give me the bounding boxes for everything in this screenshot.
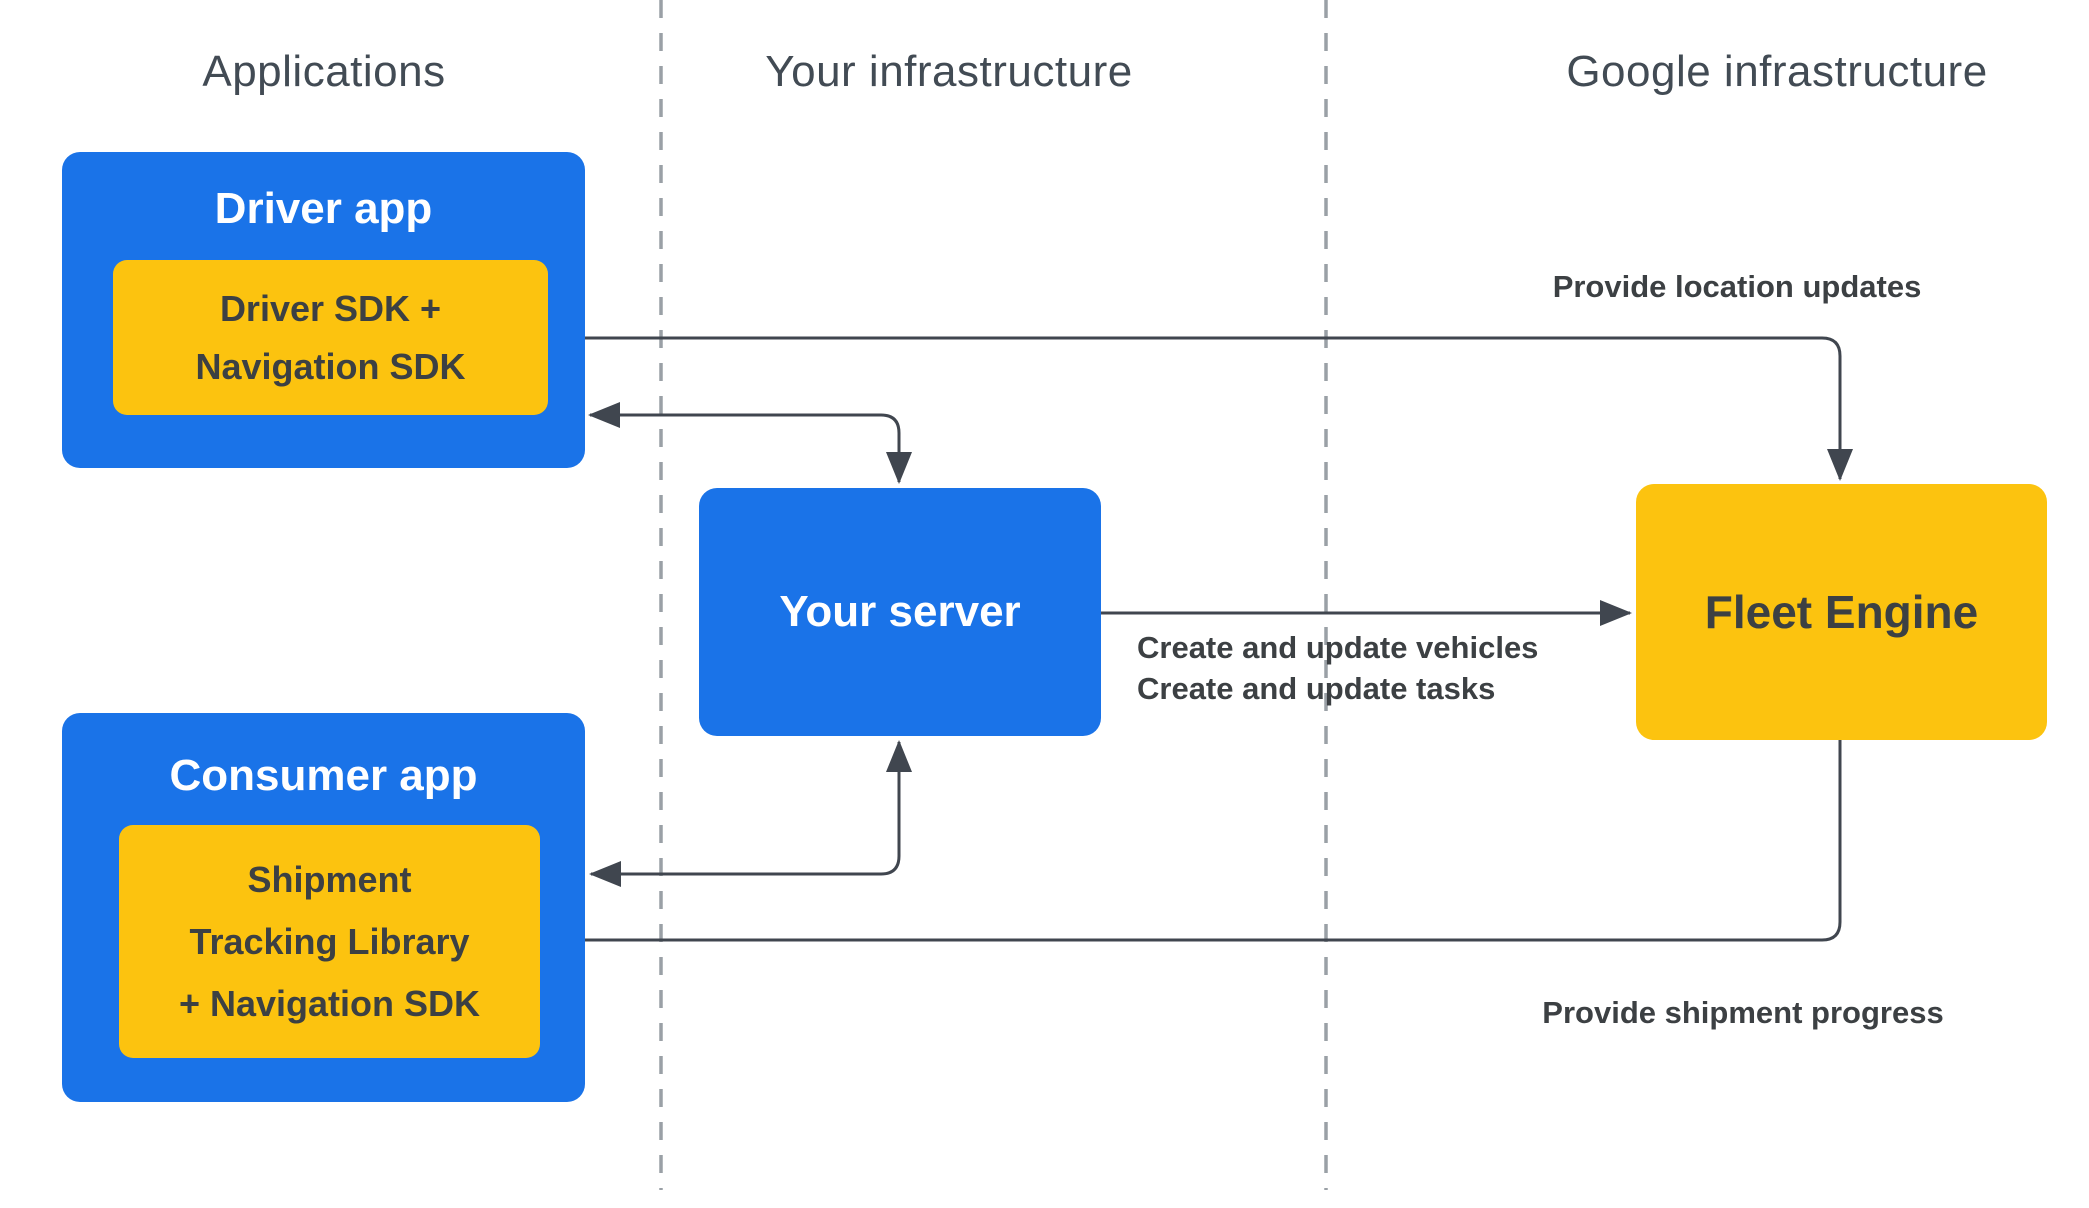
edge-driver-app-your-server — [588, 402, 912, 484]
edge-your-server-consumer-app — [589, 740, 912, 887]
column-header-google-infrastructure: Google infrastructure — [1566, 47, 1988, 96]
label-create-update-vehicles: Create and update vehicles — [1137, 630, 1539, 665]
fleet-engine-box: Fleet Engine — [1636, 484, 2047, 740]
driver-sdk-line-2: Navigation SDK — [195, 345, 466, 387]
label-provide-location-updates: Provide location updates — [1552, 269, 1922, 304]
label-create-update: Create and update vehicles Create and up… — [1137, 627, 1538, 709]
your-server-title: Your server — [779, 587, 1021, 636]
edge-driver-sdk-fleet-engine-location-updates — [549, 325, 1853, 481]
driver-app-title: Driver app — [214, 184, 433, 233]
edge-fleet-engine-shipment-library-progress — [544, 740, 1842, 953]
shipment-library-line-3: + Navigation SDK — [178, 982, 481, 1024]
shipment-library-line-1: Shipment — [247, 858, 412, 900]
shipment-library-line-2: Tracking Library — [189, 920, 470, 962]
shipment-tracking-library-box: Shipment Tracking Library + Navigation S… — [119, 825, 540, 1058]
consumer-app-title: Consumer app — [169, 751, 478, 800]
driver-sdk-box: Driver SDK + Navigation SDK — [113, 260, 548, 415]
column-header-applications: Applications — [202, 47, 446, 96]
label-create-update-tasks: Create and update tasks — [1137, 671, 1496, 706]
column-header-your-infrastructure: Your infrastructure — [765, 47, 1133, 96]
driver-sdk-line-1: Driver SDK + — [219, 287, 442, 329]
fleet-engine-title: Fleet Engine — [1704, 586, 1979, 638]
label-provide-shipment-progress: Provide shipment progress — [1542, 995, 1944, 1030]
your-server-box: Your server — [699, 488, 1101, 736]
